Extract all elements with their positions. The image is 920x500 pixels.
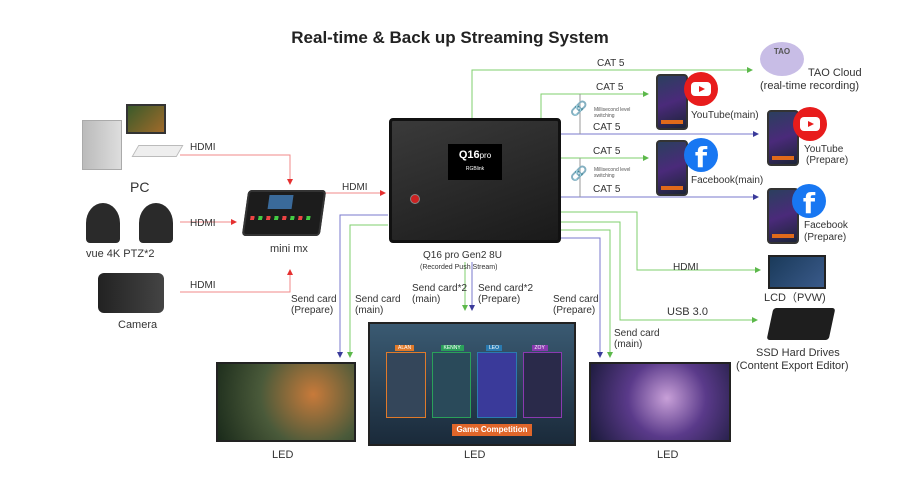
- diagram-title: Real-time & Back up Streaming System: [291, 28, 609, 47]
- camcorder-image: [98, 273, 164, 313]
- led-right-label: LED: [657, 449, 679, 461]
- youtube-main-label: YouTube(main): [691, 110, 759, 121]
- processor-subtitle: (Recorded Push Stream): [420, 264, 498, 271]
- processor-brand: Q16: [458, 149, 480, 161]
- cat5-tao-label: CAT 5: [597, 58, 625, 69]
- send-card-right-prepare: Send card(Prepare): [553, 294, 599, 316]
- usb-label: USB 3.0: [667, 306, 708, 318]
- hdmi-pc-label: HDMI: [190, 142, 216, 153]
- facebook-icon: f: [684, 138, 718, 172]
- ssd-label: SSD Hard Drives: [756, 347, 840, 359]
- mini-mx-label: mini mx: [270, 243, 308, 255]
- mini-mx-mixer-image: [241, 190, 327, 236]
- processor-brand-sub: pro: [479, 151, 492, 160]
- cat5-yt-prep-label: CAT 5: [593, 122, 621, 133]
- hdmi-lcd-label: HDMI: [673, 262, 699, 273]
- hdmi-mixer-label: HDMI: [342, 182, 368, 193]
- tao-cloud-sub: (real-time recording): [760, 80, 860, 92]
- switching-label-1: Millisecond level switching: [594, 107, 631, 119]
- phone-image: [656, 140, 688, 196]
- camera-label: Camera: [118, 319, 158, 331]
- hdmi-ptz-label: HDMI: [190, 218, 216, 229]
- led-left-label: LED: [272, 449, 294, 461]
- cat5-fb-prep-label: CAT 5: [593, 184, 621, 195]
- lcd-monitor-image: [768, 255, 826, 289]
- pc-image: [82, 120, 122, 170]
- cat5-fb-main-label: CAT 5: [593, 146, 621, 157]
- tao-cloud-label: TAO Cloud: [808, 67, 862, 79]
- keyboard-image: [131, 145, 184, 157]
- pc-label: PC: [130, 179, 150, 195]
- processor-name: Q16 pro Gen2 8U: [423, 250, 502, 261]
- ptz-camera-image: [86, 203, 120, 243]
- switching-label-2: Millisecond level switching: [594, 167, 631, 179]
- game-competition-banner: Game Competition: [452, 424, 532, 436]
- hdmi-camera-label: HDMI: [190, 280, 216, 291]
- facebook-icon: f: [792, 184, 826, 218]
- processor-screen: Q16pro RGBlink: [448, 144, 502, 180]
- led-center-label: LED: [464, 449, 486, 461]
- link-icon: 🔗: [570, 100, 588, 116]
- lcd-label: LCD（PVW): [764, 292, 826, 304]
- cat5-yt-main-label: CAT 5: [596, 82, 624, 93]
- player-card: KENNY: [431, 345, 471, 418]
- led-screen-left: [216, 362, 356, 442]
- send-card-center-prepare: Send card*2(Prepare): [478, 283, 534, 305]
- facebook-main-label: Facebook(main): [691, 175, 764, 186]
- phone-image: [767, 188, 799, 244]
- player-card: ALAN: [386, 345, 426, 418]
- monitor-image: [126, 104, 166, 134]
- ptz-label: vue 4K PTZ*2: [86, 248, 155, 260]
- youtube-icon: [793, 107, 827, 141]
- phone-image: [656, 74, 688, 130]
- rgblink-logo: RGBlink: [465, 166, 485, 172]
- led-screen-right: [589, 362, 731, 442]
- tao-cloud-icon: TAO: [760, 42, 804, 76]
- link-icon: 🔗: [570, 165, 588, 181]
- send-card-right-main: Send card(main): [614, 328, 660, 350]
- send-card-center-main: Send card*2(main): [412, 283, 468, 305]
- youtube-prepare-label: YouTube: [804, 144, 844, 155]
- facebook-prepare-sub: (Prepare): [804, 232, 847, 243]
- q16-pro-processor: Q16pro RGBlink: [389, 118, 561, 243]
- ssd-sub: (Content Export Editor): [736, 360, 849, 372]
- ptz-camera-image: [139, 203, 173, 243]
- power-button-icon: [410, 194, 420, 204]
- youtube-prepare-sub: (Prepare): [806, 155, 849, 166]
- led-screen-center: ALAN KENNY LEO ZOY Game Competition: [368, 322, 576, 446]
- player-card: ZOY: [522, 345, 562, 418]
- youtube-icon: [684, 72, 718, 106]
- send-card-left-main: Send card(main): [355, 294, 401, 316]
- facebook-prepare-label: Facebook: [804, 220, 848, 231]
- ssd-drive-image: [766, 308, 836, 340]
- player-card: LEO: [477, 345, 517, 418]
- send-card-left-prepare: Send card(Prepare): [291, 294, 337, 316]
